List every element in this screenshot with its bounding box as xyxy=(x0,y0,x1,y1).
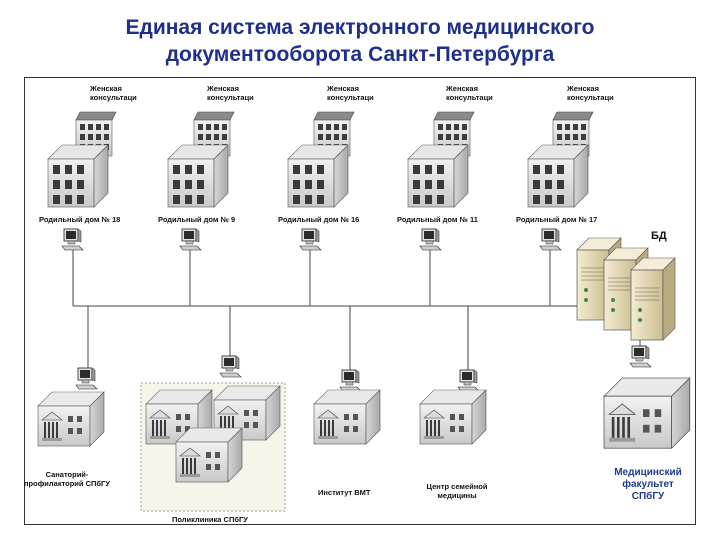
maternity-label: Родильный дом № 16 xyxy=(278,215,360,224)
maternity-building-icon xyxy=(407,144,469,208)
title-line-2: документооборота Санкт-Петербурга xyxy=(165,43,555,66)
maternity-label: Родильный дом № 9 xyxy=(158,215,236,224)
workstation-icon xyxy=(339,369,362,392)
network-lines xyxy=(72,250,641,370)
workstation-icon xyxy=(75,367,98,390)
database-server-icon xyxy=(576,237,676,341)
database-label: БД xyxy=(651,230,667,242)
sanatorium-building-icon xyxy=(37,391,105,447)
diagram-frame xyxy=(24,77,696,525)
maternity-building-icon xyxy=(527,144,589,208)
maternity-building-icon xyxy=(287,144,349,208)
polyclinic-building-icon xyxy=(175,427,243,483)
workstation-icon xyxy=(457,369,480,392)
sanatorium-label: Санаторий-профилакторий СПбГУ xyxy=(24,470,110,488)
workstation-icon xyxy=(539,228,562,251)
workstation-icon xyxy=(219,355,242,378)
page-title: Единая система электронного медицинского… xyxy=(0,14,720,68)
maternity-label: Родильный дом № 17 xyxy=(516,215,598,224)
maternity-building-icon xyxy=(167,144,229,208)
workstation-icon xyxy=(179,228,202,251)
workstation-icon xyxy=(629,345,652,368)
workstation-icon xyxy=(419,228,442,251)
maternity-label: Родильный дом № 18 xyxy=(39,215,121,224)
institute-building-icon xyxy=(313,389,381,445)
polyclinic-label: Поликлиника СПбГУ xyxy=(172,515,248,524)
maternity-label: Родильный дом № 11 xyxy=(397,215,478,224)
institute-label: Институт ВМТ xyxy=(318,488,371,497)
workstation-icon xyxy=(299,228,322,251)
medical-faculty-building-icon xyxy=(603,377,691,449)
maternity-building-icon xyxy=(47,144,109,208)
title-line-1: Единая система электронного медицинского xyxy=(125,16,595,39)
family-center-building-icon xyxy=(419,389,487,445)
workstation-icon xyxy=(61,228,84,251)
